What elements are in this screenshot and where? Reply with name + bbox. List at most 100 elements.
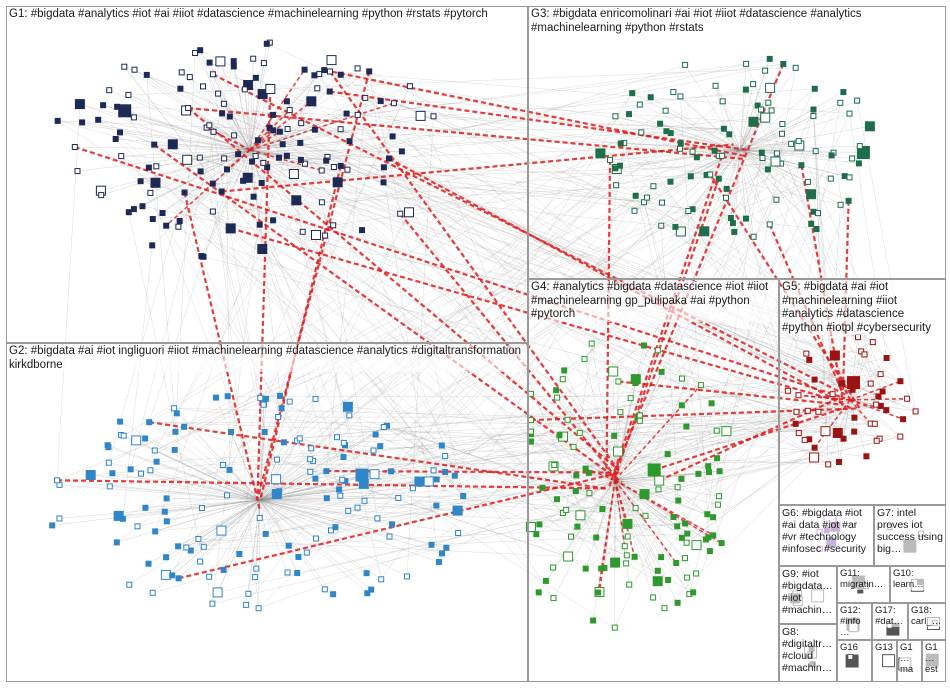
- node-g1[interactable]: [215, 90, 222, 97]
- node-g4[interactable]: [673, 560, 680, 566]
- node-g3[interactable]: [626, 111, 632, 118]
- node-g2[interactable]: [433, 476, 440, 483]
- node-g2[interactable]: [388, 468, 395, 475]
- node-g3[interactable]: [613, 182, 620, 189]
- node-g2[interactable]: [113, 510, 124, 521]
- node-g4[interactable]: [586, 490, 593, 497]
- node-g1[interactable]: [297, 139, 304, 146]
- node-g5[interactable]: [883, 355, 890, 361]
- node-g4[interactable]: [590, 617, 597, 624]
- node-g5[interactable]: [825, 461, 832, 468]
- node-g4[interactable]: [682, 555, 688, 562]
- node-g4[interactable]: [714, 501, 721, 508]
- node-g2[interactable]: [142, 435, 149, 442]
- node-g1[interactable]: [415, 110, 426, 121]
- node-g3[interactable]: [760, 112, 771, 123]
- node-g4[interactable]: [674, 484, 681, 491]
- node-g1[interactable]: [117, 129, 123, 136]
- node-g1[interactable]: [326, 88, 333, 95]
- node-g2[interactable]: [321, 586, 328, 593]
- node-g1[interactable]: [74, 168, 81, 175]
- node-g3[interactable]: [837, 201, 844, 208]
- node-g3[interactable]: [682, 61, 689, 68]
- node-g3[interactable]: [768, 107, 775, 114]
- node-g4[interactable]: [678, 402, 685, 409]
- node-g2[interactable]: [271, 489, 282, 499]
- node-g2[interactable]: [312, 395, 319, 402]
- node-g2[interactable]: [85, 470, 96, 480]
- node-g1[interactable]: [198, 253, 205, 259]
- node-g3[interactable]: [743, 215, 749, 222]
- node-g4[interactable]: [684, 574, 691, 581]
- node-g2[interactable]: [271, 474, 282, 485]
- node-g4[interactable]: [535, 589, 542, 596]
- node-g5[interactable]: [867, 380, 874, 387]
- node-g2[interactable]: [364, 590, 371, 597]
- node-g1[interactable]: [145, 164, 152, 171]
- node-g1[interactable]: [297, 156, 304, 163]
- node-g3[interactable]: [629, 90, 636, 97]
- node-g4[interactable]: [705, 463, 712, 470]
- node-g3[interactable]: [726, 131, 733, 138]
- node-g1[interactable]: [206, 122, 213, 129]
- node-g3[interactable]: [675, 226, 686, 237]
- node-g2[interactable]: [206, 573, 213, 580]
- node-g4[interactable]: [623, 560, 630, 567]
- node-g2[interactable]: [56, 515, 63, 522]
- node-g4[interactable]: [624, 533, 631, 540]
- node-g1[interactable]: [149, 242, 156, 249]
- node-g4[interactable]: [611, 624, 618, 631]
- node-g3[interactable]: [685, 208, 692, 214]
- node-g3[interactable]: [765, 82, 776, 93]
- node-g4[interactable]: [690, 589, 697, 596]
- node-g1[interactable]: [177, 85, 184, 92]
- node-g3[interactable]: [845, 197, 852, 204]
- node-g2[interactable]: [285, 542, 292, 549]
- node-g4[interactable]: [632, 505, 639, 512]
- node-g1[interactable]: [176, 218, 183, 224]
- node-g2[interactable]: [439, 550, 445, 557]
- node-g2[interactable]: [209, 600, 216, 607]
- node-g4[interactable]: [623, 552, 630, 559]
- node-g1[interactable]: [266, 124, 273, 131]
- node-g2[interactable]: [220, 566, 227, 573]
- node-g2[interactable]: [451, 472, 458, 479]
- node-g2[interactable]: [368, 586, 375, 593]
- node-g1[interactable]: [220, 100, 227, 107]
- node-g3[interactable]: [804, 178, 811, 185]
- node-g4[interactable]: [693, 570, 700, 577]
- node-g3[interactable]: [715, 175, 722, 182]
- node-g4[interactable]: [716, 493, 722, 500]
- node-g2[interactable]: [49, 522, 56, 529]
- node-g4[interactable]: [670, 514, 677, 520]
- node-g2[interactable]: [171, 405, 178, 412]
- node-g1[interactable]: [260, 60, 267, 67]
- node-g4[interactable]: [622, 518, 633, 529]
- node-g1[interactable]: [153, 163, 160, 170]
- node-g3[interactable]: [750, 81, 757, 88]
- node-g2[interactable]: [278, 405, 285, 412]
- node-g1[interactable]: [299, 228, 306, 235]
- node-g4[interactable]: [610, 557, 621, 568]
- node-g1[interactable]: [255, 137, 261, 144]
- node-g4[interactable]: [570, 443, 577, 450]
- node-g4[interactable]: [654, 347, 661, 354]
- node-g5[interactable]: [829, 391, 836, 398]
- node-g5[interactable]: [883, 407, 890, 414]
- node-g1[interactable]: [354, 65, 361, 72]
- node-g1[interactable]: [276, 128, 283, 135]
- node-g5[interactable]: [832, 428, 843, 438]
- node-g1[interactable]: [182, 154, 193, 165]
- node-g3[interactable]: [711, 147, 718, 154]
- node-g1[interactable]: [406, 83, 413, 90]
- node-g5[interactable]: [792, 420, 799, 427]
- node-g1[interactable]: [175, 223, 182, 230]
- node-g3[interactable]: [632, 192, 639, 199]
- node-g1[interactable]: [71, 144, 78, 150]
- node-g3[interactable]: [827, 175, 834, 182]
- node-g1[interactable]: [209, 71, 216, 78]
- node-g2[interactable]: [127, 466, 134, 473]
- node-g5[interactable]: [815, 408, 822, 415]
- node-g2[interactable]: [330, 591, 337, 598]
- node-g2[interactable]: [433, 502, 440, 509]
